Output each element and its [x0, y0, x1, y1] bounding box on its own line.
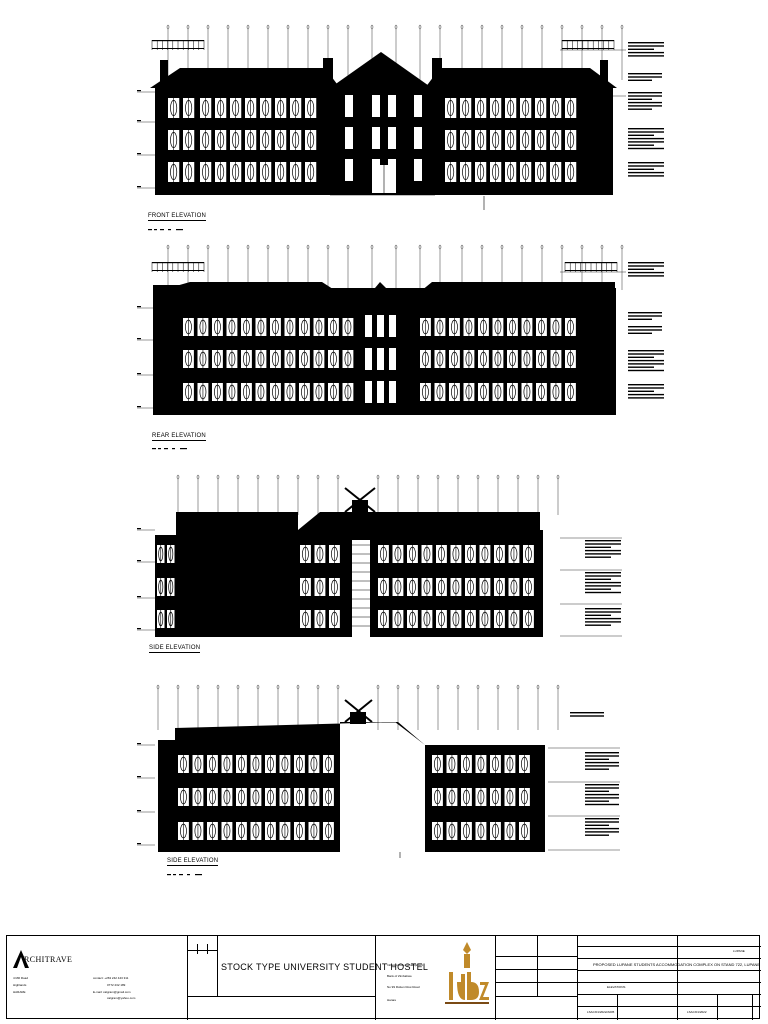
company-address-1: 4 Mill Road: [13, 976, 29, 980]
idbz-logo-text: idbz: [445, 976, 447, 977]
client-line-2: Bank of Zimbabwe: [387, 974, 412, 978]
side-elevation-label-1: SIDE ELEVATION: [149, 645, 201, 653]
company-contact-1: contact: +263 242 443 311: [93, 976, 129, 980]
front-elevation-label: FRONT ELEVATION: [148, 213, 207, 221]
project-title: STOCK TYPE UNIVERSITY STUDENT HOSTEL: [221, 962, 429, 972]
title-block: RCHITRAVE 4 Mill Road Highlands HARARE c…: [6, 935, 761, 1020]
company-contact-4: calgram@yahoo.com: [107, 996, 136, 1000]
location: LUPANE: [733, 949, 745, 953]
company-contact-3: E-mail: calgram@gmail.com: [93, 990, 131, 994]
company-address-2: Highlands: [13, 983, 27, 987]
client-line-3: No 99 Rotten Row Road: [387, 985, 420, 989]
company-contact-2: 0772 232 189: [107, 983, 126, 987]
client-line-4: Harare: [387, 998, 397, 1002]
company-address-3: HARARE: [13, 990, 26, 994]
side-elevation-label-2: SIDE ELEVATION: [167, 858, 219, 866]
project-number: LSAC/01/2022: [687, 1010, 707, 1014]
client-line-1: Infrastructure Development: [387, 963, 424, 967]
architrave-logo-icon: [13, 950, 29, 968]
drawing-title: ELEVATIONS: [607, 985, 626, 989]
elevations-drawing: [137, 24, 664, 876]
rear-elevation-label: REAR ELEVATION: [152, 433, 206, 441]
idbz-logo-icon: [445, 942, 489, 1004]
drawing-number: LSAC/01/2022/A005: [587, 1010, 615, 1014]
project-description: PROPOSED LUPANE STUDENTS ACCOMMODATION C…: [593, 962, 761, 967]
company-name: RCHITRAVE: [24, 955, 73, 964]
